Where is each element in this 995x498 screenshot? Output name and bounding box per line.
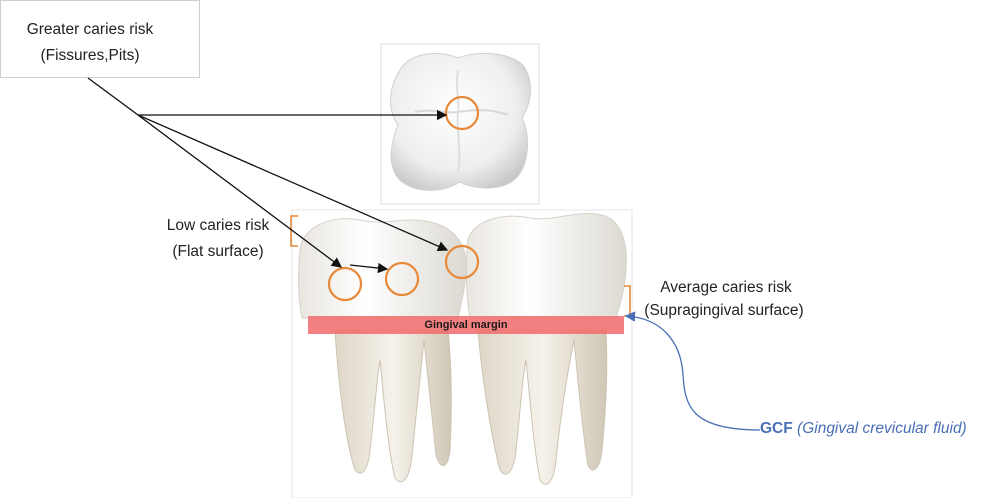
gingival-margin-label: Gingival margin [308,316,624,334]
leader-line [88,78,138,115]
low-risk-title: Low caries risk [158,215,278,237]
average-risk-subtitle: (Supragingival surface) [632,300,816,322]
right-molar-crown [466,213,626,318]
gcf-abbreviation: GCF [760,420,793,437]
average-risk-title: Average caries risk [636,277,816,299]
gcf-arrow [626,316,760,430]
gcf-label: GCF (Gingival crevicular fluid) [760,420,967,438]
gcf-full-name: (Gingival crevicular fluid) [797,420,967,437]
occlusal-tooth [391,53,531,190]
low-risk-subtitle: (Flat surface) [158,241,278,263]
right-molar-roots [478,330,607,484]
